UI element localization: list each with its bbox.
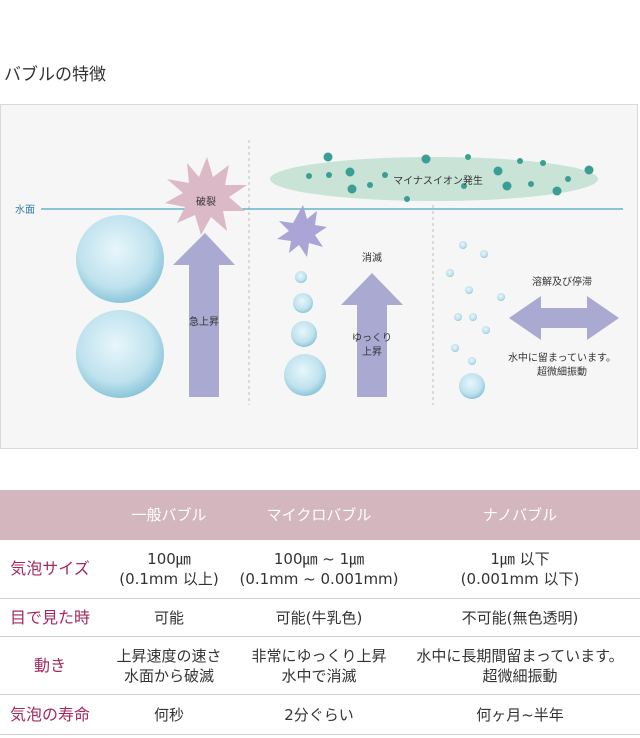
- table-row: 動き 上昇速度の速さ水面から破滅 非常にゆっくり上昇水中で消滅 水中に長期間留ま…: [0, 637, 640, 695]
- table-cell: 100㎛ ~ 1㎛(0.1mm ~ 0.001mm): [239, 550, 399, 588]
- table-cell: 水中に長期間留まっています。超微細振動: [416, 646, 624, 685]
- row-label: 動き: [33, 655, 66, 675]
- table-cell: 何秒: [153, 705, 184, 724]
- header-cell-nano: ナノバブル: [482, 506, 558, 524]
- diagram-canvas: マイナスイオン発生 水面 破裂 急上昇 消滅 ゆっくり 上昇: [15, 140, 623, 405]
- micro-bubble-4: [284, 354, 326, 396]
- table-row: 気泡の寿命 何秒 2分ぐらい 何ヶ月~半年: [0, 695, 640, 735]
- burst-shape: [165, 157, 247, 235]
- table-cell: 不可能(無色透明): [461, 608, 579, 627]
- bubble-large-1: [76, 215, 164, 303]
- slow-rise-label-2: 上昇: [362, 346, 382, 358]
- table-header-row: 一般バブル マイクロバブル ナノバブル: [0, 490, 640, 540]
- bubble-large-2: [76, 310, 164, 398]
- disappear-label: 消滅: [362, 251, 382, 264]
- water-surface-label: 水面: [15, 204, 35, 216]
- comparison-table: 一般バブル マイクロバブル ナノバブル 気泡サイズ 100㎛(0.1mm 以上)…: [0, 490, 640, 735]
- table-cell: 1㎛ 以下(0.001mm 以下): [460, 550, 580, 588]
- ion-dots: [306, 152, 594, 202]
- stay-label-2: 超微細振動: [537, 365, 587, 378]
- table-row: 気泡サイズ 100㎛(0.1mm 以上) 100㎛ ~ 1㎛(0.1mm ~ 0…: [0, 540, 640, 599]
- table-cell: 上昇速度の速さ水面から破滅: [116, 646, 222, 685]
- table-cell: 100㎛(0.1mm 以上): [119, 550, 219, 588]
- ion-label: マイナスイオン発生: [393, 174, 483, 187]
- row-label: 気泡の寿命: [9, 704, 90, 724]
- row-label: 気泡サイズ: [10, 559, 90, 578]
- table-cell: 非常にゆっくり上昇水中で消滅: [251, 646, 387, 685]
- nano-bubbles: [446, 241, 505, 365]
- bubble-diagram: マイナスイオン発生 水面 破裂 急上昇 消滅 ゆっくり 上昇: [0, 104, 638, 449]
- dissolve-label: 溶解及び停滞: [532, 275, 592, 288]
- table-row: 目で見た時 可能 可能(牛乳色) 不可能(無色透明): [0, 599, 640, 637]
- header-cell-micro: マイクロバブル: [266, 506, 372, 524]
- slow-rise-arrow: [341, 273, 403, 397]
- rapid-rise-label: 急上昇: [189, 315, 219, 328]
- table-cell: 何ヶ月~半年: [476, 705, 564, 724]
- dissolve-double-arrow: [509, 296, 619, 340]
- stay-label-1: 水中に留まっています。: [508, 351, 616, 364]
- micro-bubble-2: [293, 293, 313, 313]
- micro-bubble-1: [295, 271, 307, 283]
- header-cell-ordinary: 一般バブル: [131, 506, 207, 524]
- slow-rise-label-1: ゆっくり: [352, 332, 392, 344]
- row-label: 目で見た時: [9, 607, 90, 627]
- page-title: バブルの特徴: [4, 65, 106, 85]
- burst-label: 破裂: [196, 195, 216, 208]
- table-cell: 2分ぐらい: [284, 705, 354, 724]
- nano-bubble-large: [459, 373, 485, 399]
- table-cell: 可能: [153, 608, 184, 627]
- rapid-rise-arrow: [173, 233, 235, 397]
- table-cell: 可能(牛乳色): [275, 608, 363, 627]
- small-burst-shape: [277, 205, 327, 257]
- micro-bubble-3: [291, 321, 317, 347]
